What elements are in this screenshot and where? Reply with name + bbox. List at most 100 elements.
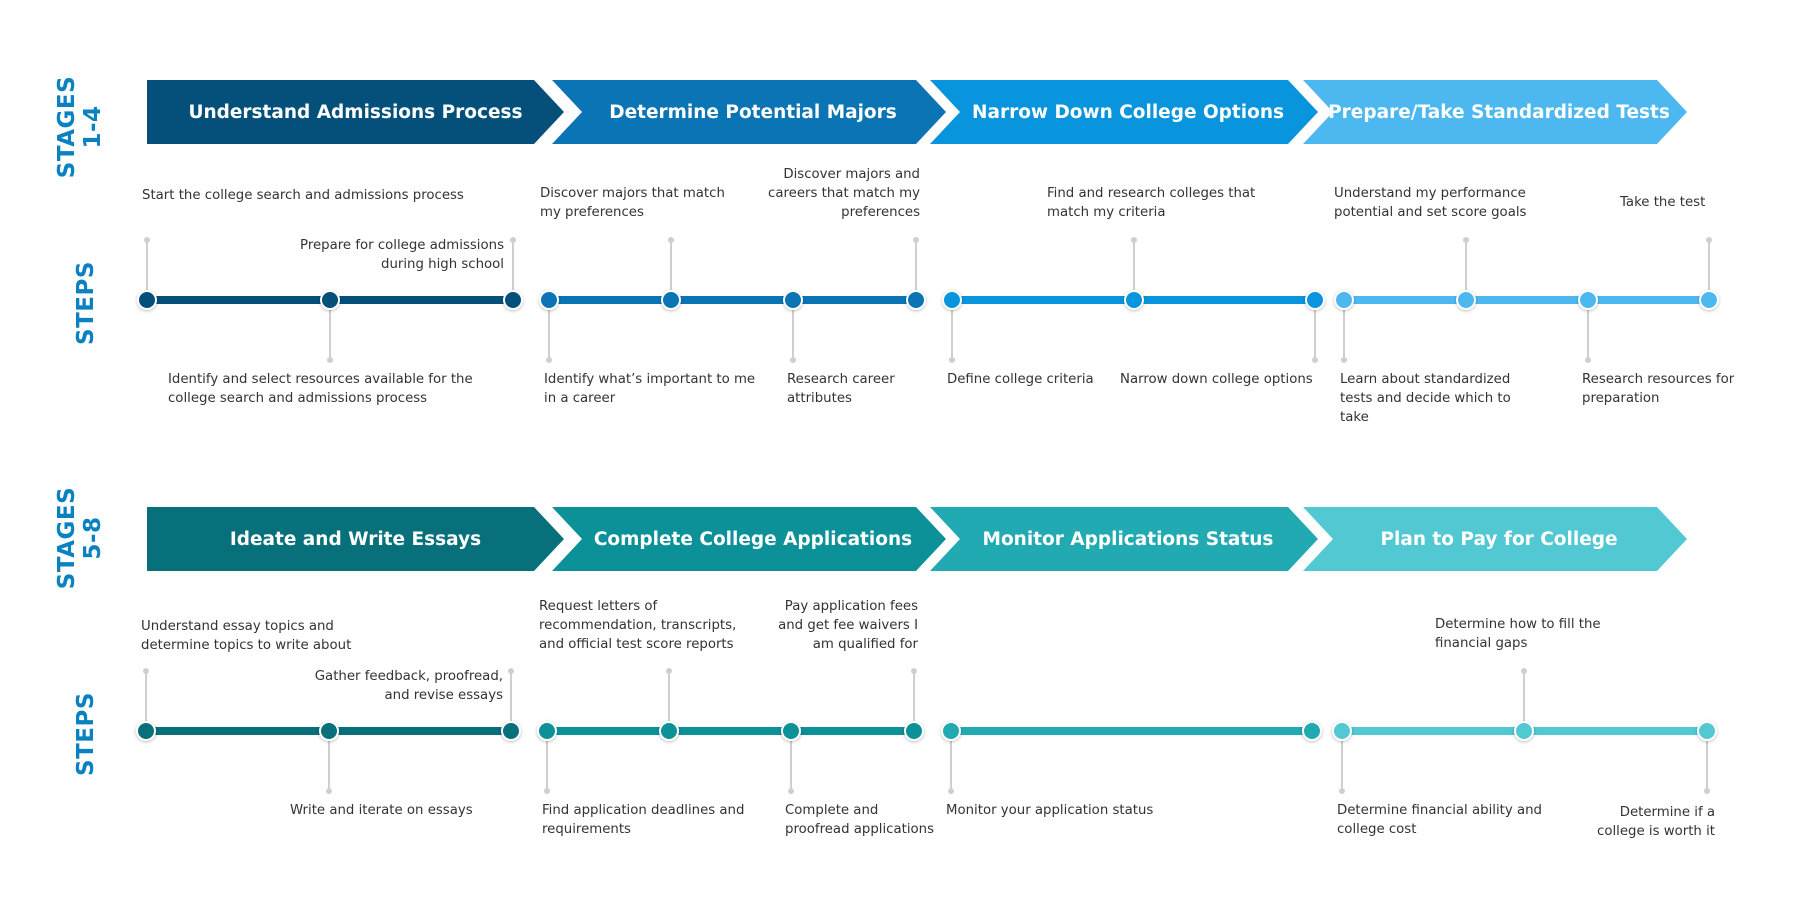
stage-title: Complete College Applications	[593, 528, 913, 550]
step-marker-11[interactable]	[1334, 290, 1354, 310]
step-label-21: Pay application fees and get fee waivers…	[778, 599, 918, 652]
stage-banner-3: Narrow Down College Options	[930, 80, 1318, 144]
step-marker-3[interactable]	[503, 290, 523, 310]
step-label-18: Find application deadlines and requireme…	[542, 803, 745, 837]
connector-pin	[144, 237, 150, 243]
step-label-26: Determine if a college is worth it	[1597, 805, 1715, 839]
step-label-3: Prepare for college admissions during hi…	[300, 238, 504, 272]
step-marker-13[interactable]	[1578, 290, 1598, 310]
step-connector	[1133, 240, 1135, 300]
step-connector	[145, 671, 147, 731]
step-marker-20[interactable]	[781, 721, 801, 741]
step-label-12: Understand my performance potential and …	[1334, 186, 1527, 220]
step-marker-4[interactable]	[539, 290, 559, 310]
steps-label-row1: STEPS	[73, 261, 99, 345]
step-marker-24[interactable]	[1332, 721, 1352, 741]
stage-banner-4: Prepare/Take Standardized Tests	[1303, 80, 1687, 144]
step-connector	[1708, 240, 1710, 300]
step-connector	[950, 731, 952, 791]
connector-pin	[1131, 237, 1137, 243]
step-connector	[790, 731, 792, 791]
step-label-7: Discover majors and careers that match m…	[768, 167, 920, 220]
stages-word: STAGES	[54, 486, 80, 590]
step-marker-19[interactable]	[659, 721, 679, 741]
stage-title: Prepare/Take Standardized Tests	[1328, 101, 1670, 123]
stages-word: STAGES	[54, 75, 80, 179]
step-connector	[668, 671, 670, 731]
connector-pin	[913, 237, 919, 243]
step-connector	[1341, 731, 1343, 791]
step-label-8: Define college criteria	[947, 372, 1094, 387]
step-marker-21[interactable]	[904, 721, 924, 741]
step-connector	[1706, 731, 1708, 791]
connector-pin	[1704, 788, 1710, 794]
connector-pin	[546, 357, 552, 363]
timeline-track-stage-4	[1340, 296, 1706, 304]
step-connector	[1343, 300, 1345, 360]
step-connector	[915, 240, 917, 300]
step-label-4: Identify what’s important to me in a car…	[544, 372, 756, 406]
step-connector	[1587, 300, 1589, 360]
connector-pin	[1521, 668, 1527, 674]
step-label-5: Discover majors that match my preference…	[540, 186, 725, 220]
step-marker-6[interactable]	[783, 290, 803, 310]
steps-label-row2: STEPS	[73, 692, 99, 776]
connector-pin	[143, 668, 149, 674]
step-label-11: Learn about standardized tests and decid…	[1340, 372, 1511, 425]
stage-banner-2: Determine Potential Majors	[552, 80, 946, 144]
step-label-1: Start the college search and admissions …	[142, 188, 464, 203]
step-marker-14[interactable]	[1699, 290, 1719, 310]
step-connector	[913, 671, 915, 731]
connector-pin	[510, 237, 516, 243]
step-marker-8[interactable]	[942, 290, 962, 310]
connector-pin	[1585, 357, 1591, 363]
step-connector	[1465, 240, 1467, 300]
step-marker-1[interactable]	[137, 290, 157, 310]
step-label-9: Find and research colleges that match my…	[1047, 186, 1256, 220]
timeline-track-stage-6	[546, 727, 911, 735]
connector-pin	[790, 357, 796, 363]
step-marker-9[interactable]	[1124, 290, 1144, 310]
connector-pin	[1341, 357, 1347, 363]
connector-pin	[508, 668, 514, 674]
step-marker-5[interactable]	[661, 290, 681, 310]
stage-banner-8: Plan to Pay for College	[1303, 507, 1687, 571]
step-marker-25[interactable]	[1514, 721, 1534, 741]
step-label-25: Determine how to fill the financial gaps	[1435, 617, 1601, 651]
step-marker-10[interactable]	[1305, 290, 1325, 310]
connector-pin	[1706, 237, 1712, 243]
step-label-14: Take the test	[1620, 195, 1706, 210]
stage-title: Narrow Down College Options	[971, 101, 1285, 123]
step-connector	[510, 671, 512, 731]
step-connector	[792, 300, 794, 360]
stage-banner-5: Ideate and Write Essays	[147, 507, 564, 571]
step-label-19: Request letters of recommendation, trans…	[539, 599, 737, 652]
stage-banner-1: Understand Admissions Process	[147, 80, 564, 144]
step-connector	[329, 300, 331, 360]
step-connector	[546, 731, 548, 791]
stage-banner-6: Complete College Applications	[552, 507, 946, 571]
step-marker-22[interactable]	[941, 721, 961, 741]
step-connector	[146, 240, 148, 300]
step-marker-23[interactable]	[1302, 721, 1322, 741]
step-connector	[328, 731, 330, 791]
connector-pin	[666, 668, 672, 674]
step-marker-17[interactable]	[501, 721, 521, 741]
step-marker-7[interactable]	[906, 290, 926, 310]
step-marker-26[interactable]	[1697, 721, 1717, 741]
step-label-15: Understand essay topics and determine to…	[141, 619, 352, 653]
step-marker-12[interactable]	[1456, 290, 1476, 310]
step-marker-2[interactable]	[320, 290, 340, 310]
step-label-10: Narrow down college options	[1120, 372, 1313, 387]
step-marker-16[interactable]	[319, 721, 339, 741]
connector-pin	[1463, 237, 1469, 243]
step-marker-18[interactable]	[537, 721, 557, 741]
step-connector	[951, 300, 953, 360]
stages-range: 1-4	[80, 105, 106, 149]
step-connector	[670, 240, 672, 300]
step-marker-15[interactable]	[136, 721, 156, 741]
connector-pin	[788, 788, 794, 794]
step-label-24: Determine financial ability and college …	[1337, 803, 1542, 837]
connector-pin	[949, 357, 955, 363]
